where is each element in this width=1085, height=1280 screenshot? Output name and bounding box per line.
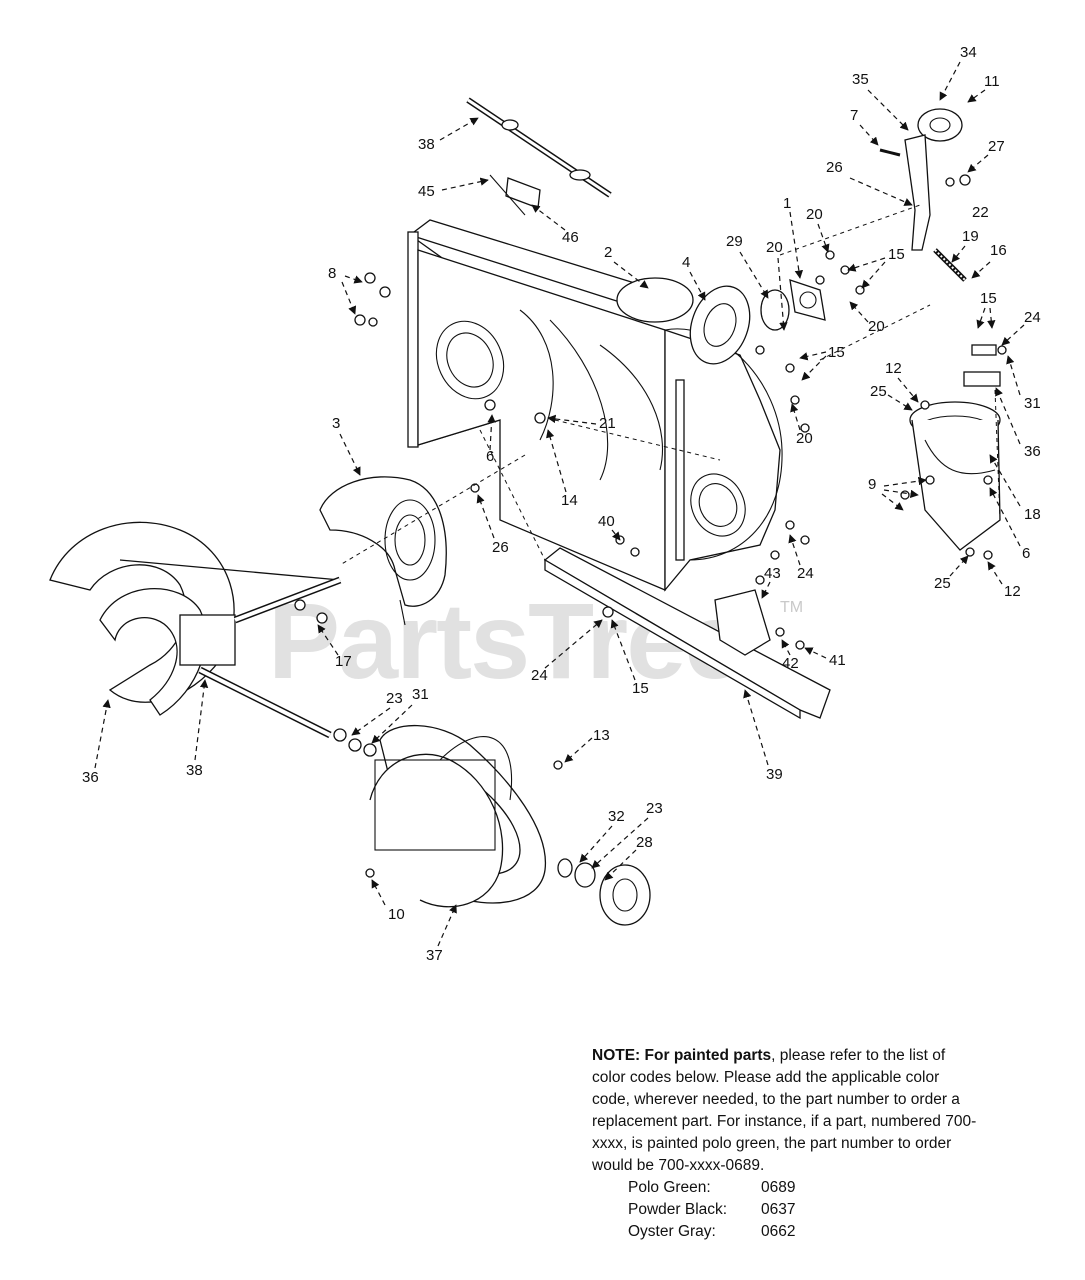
- note-heading: NOTE:: [592, 1047, 641, 1064]
- callout-20-b: 20: [766, 239, 783, 256]
- callout-8: 8: [328, 265, 336, 282]
- callout-24-c: 24: [1024, 309, 1041, 326]
- callout-4: 4: [682, 254, 690, 271]
- bearing-plate-assembly: [616, 277, 826, 365]
- color-code-list: Polo Green: 0689 Powder Black: 0637 Oyst…: [628, 1177, 1012, 1243]
- assembly-centerlines: [339, 204, 1001, 566]
- note-line-4: replacement part. For instance, if a par…: [592, 1113, 977, 1130]
- callout-28: 28: [636, 834, 653, 851]
- callout-24-a: 24: [797, 565, 814, 582]
- watermark-trademark: TM: [780, 599, 803, 616]
- color-code: 0637: [761, 1201, 796, 1218]
- color-name: Oyster Gray:: [628, 1223, 716, 1240]
- callout-6-a: 6: [486, 448, 494, 465]
- callout-44: 38: [418, 136, 435, 153]
- callout-11: 11: [984, 73, 1000, 90]
- callout-23-a: 23: [386, 690, 403, 707]
- callout-42: 42: [782, 655, 799, 672]
- callout-40: 40: [598, 513, 615, 530]
- auger-hub: [557, 858, 651, 926]
- callout-14: 14: [561, 492, 578, 509]
- color-code: 0689: [761, 1179, 796, 1196]
- color-code: 0662: [761, 1223, 796, 1240]
- callout-25-b: 25: [934, 575, 951, 592]
- callout-24-b: 24: [531, 667, 548, 684]
- callout-29: 29: [726, 233, 743, 250]
- note-intro-pre: For: [644, 1047, 674, 1064]
- callout-3: 3: [332, 415, 340, 432]
- auger-shaft: [198, 576, 342, 739]
- chute-pulley-assembly: [879, 108, 971, 282]
- callout-19: 19: [962, 228, 979, 245]
- callout-10: 10: [388, 906, 405, 923]
- callout-15-c: 15: [632, 680, 649, 697]
- callout-13: 13: [593, 727, 610, 744]
- color-code-row: Polo Green: 0689: [628, 1177, 1012, 1199]
- callout-43: 43: [764, 565, 781, 582]
- callout-labels: 38 45 46 2 4 29 1 20 20 26 35 34: [82, 44, 1041, 964]
- chute-base-assembly: [909, 344, 1001, 551]
- auger-right: [369, 724, 547, 908]
- callout-15-d: 15: [980, 290, 997, 307]
- callout-38: 38: [186, 762, 203, 779]
- callout-46: 46: [562, 229, 579, 246]
- callout-6-b: 6: [1022, 545, 1030, 562]
- callout-7: 7: [850, 107, 858, 124]
- exploded-view-drawing: PartsTree TM: [49, 44, 1041, 964]
- callout-17: 17: [335, 653, 352, 670]
- callout-45: 45: [418, 183, 435, 200]
- callout-16: 16: [990, 242, 1007, 259]
- note-line-5: xxxx, is painted polo green, the part nu…: [592, 1135, 952, 1152]
- callout-39: 39: [766, 766, 783, 783]
- callout-15-a: 15: [888, 246, 905, 263]
- callout-12-a: 12: [885, 360, 902, 377]
- color-code-row: Oyster Gray: 0662: [628, 1221, 1012, 1243]
- color-name: Polo Green:: [628, 1179, 711, 1196]
- note-line-6: would be 700-xxxx-0689.: [592, 1157, 765, 1174]
- callout-1: 1: [783, 195, 791, 212]
- callout-21: 21: [599, 415, 616, 432]
- callout-15-b: 15: [828, 344, 845, 361]
- color-code-row: Powder Black: 0637: [628, 1199, 1012, 1221]
- note-line-3: code, wherever needed, to the part numbe…: [592, 1091, 960, 1108]
- note-line-2: color codes below. Please add the applic…: [592, 1069, 940, 1086]
- skid-shoe: [714, 589, 771, 656]
- chute-crank-rod: [466, 97, 612, 198]
- auger-left: [49, 521, 341, 716]
- note-painted-parts: painted parts: [673, 1047, 772, 1064]
- callout-31-a: 31: [412, 686, 429, 703]
- callout-26-b: 26: [492, 539, 509, 556]
- callout-2: 2: [604, 244, 612, 261]
- callout-20-d: 20: [796, 430, 813, 447]
- callout-31-b: 32: [608, 808, 625, 825]
- note-line-1: NOTE: For painted parts, please refer to…: [592, 1045, 1012, 1067]
- impeller-housing: [319, 476, 447, 626]
- callout-20-c: 20: [868, 318, 885, 335]
- hardware-nuts-bolts: [294, 250, 1007, 878]
- rod-bracket: [489, 174, 541, 216]
- painted-parts-note: NOTE: For painted parts, please refer to…: [592, 1045, 1012, 1243]
- shave-plate: [543, 547, 831, 720]
- color-name: Powder Black:: [628, 1201, 728, 1218]
- callout-20-a: 20: [806, 206, 823, 223]
- callout-35: 36: [1024, 443, 1041, 460]
- callout-26-a: 26: [826, 159, 843, 176]
- callout-12-b: 12: [1004, 583, 1021, 600]
- callout-9: 9: [868, 476, 876, 493]
- callout-27: 27: [988, 138, 1005, 155]
- callout-36: 36: [82, 769, 99, 786]
- callout-37: 37: [426, 947, 443, 964]
- callout-30: 31: [1024, 395, 1041, 412]
- auger-housing: [407, 219, 783, 592]
- callout-22: 22: [972, 204, 989, 221]
- callout-32: 34: [960, 44, 977, 61]
- callout-34: 35: [852, 71, 869, 88]
- callout-41: 41: [829, 652, 846, 669]
- callout-23-b: 23: [646, 800, 663, 817]
- callout-18: 18: [1024, 506, 1041, 523]
- note-line1-rest: , please refer to the list of: [771, 1047, 946, 1064]
- callout-25-a: 25: [870, 383, 887, 400]
- watermark-partstree: PartsTree: [268, 580, 742, 701]
